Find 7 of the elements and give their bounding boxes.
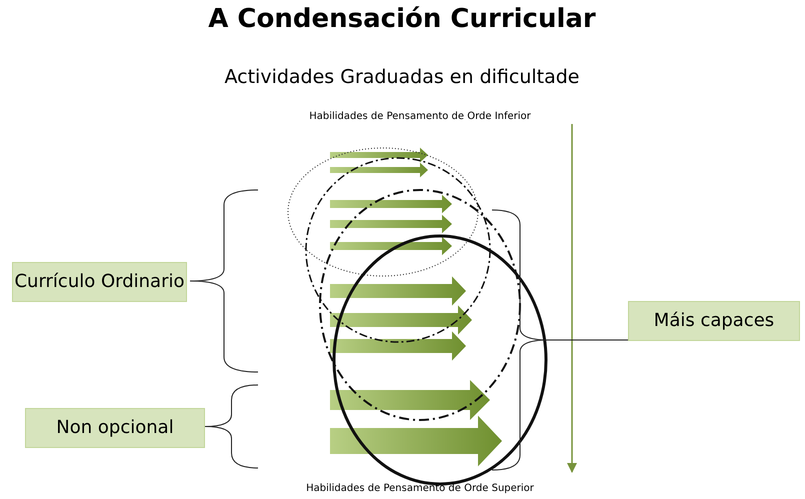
label-box: Máis capaces: [628, 301, 800, 341]
axis-label: Habilidades de Pensamento de Orde Inferior: [309, 111, 531, 122]
title: A Condensación Curricular: [208, 4, 596, 34]
label-box: Currículo Ordinario: [12, 262, 187, 302]
subtitle: Actividades Graduadas en dificultade: [224, 66, 580, 88]
axis-label: Habilidades de Pensamento de Orde Superior: [306, 483, 534, 494]
label-box: Non opcional: [25, 408, 205, 448]
